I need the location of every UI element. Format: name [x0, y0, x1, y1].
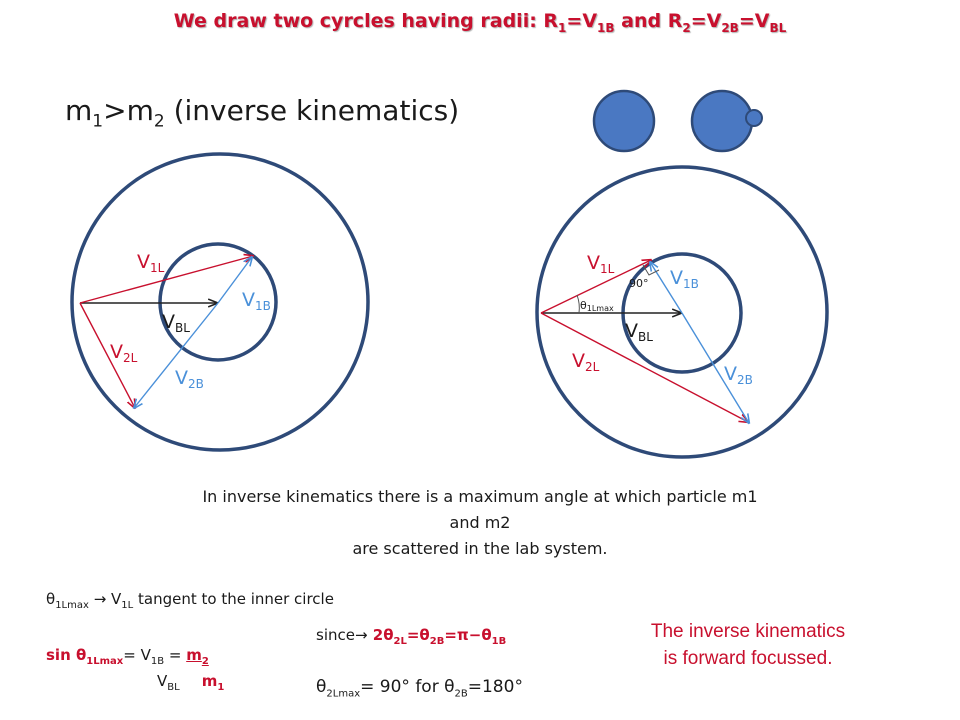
left-v2l-arrow: [79, 302, 135, 408]
right-v1b-arrow: [650, 262, 683, 314]
explanation-paragraph: In inverse kinematics there is a maximum…: [200, 484, 760, 562]
left-label-v2l: V2L: [110, 341, 138, 365]
left-label-v1b: V1B: [242, 289, 271, 313]
mass-balls: [592, 89, 763, 153]
right-label-vbl: VBL: [625, 320, 653, 344]
sin-formula: sin θ1Lmax= V1B = m2: [46, 646, 209, 667]
left-label-v2b: V2B: [175, 367, 204, 391]
left-label-v1l: V1L: [137, 251, 165, 275]
right-label-v1b: V1B: [670, 267, 699, 291]
tangent-note: θ1Lmax → V1L tangent to the inner circle: [46, 590, 334, 611]
right-diagram: 90° θ1Lmax V1L V1B VBL V2L V2B: [535, 165, 829, 459]
conclusion-line-1: The inverse kinematics: [650, 621, 846, 642]
left-v1l-arrow: [79, 256, 253, 304]
subtitle-mass-relation: m1>m2 (inverse kinematics): [65, 94, 460, 132]
arrow-right-icon: →: [354, 626, 368, 644]
left-outer-circle: [70, 152, 370, 452]
right-outer-circle: [535, 165, 829, 459]
slide-title: We draw two cyrcles having radii: R1=V1B…: [173, 10, 787, 35]
right-label-v2b: V2B: [724, 363, 753, 387]
since-expression: since→ 2θ2L=θ2B=π−θ1B: [316, 626, 507, 647]
right-v2l-arrow: [540, 312, 748, 422]
left-inner-circle: [158, 242, 278, 362]
conclusion-text: The inverse kinematics is forward focuss…: [610, 618, 886, 672]
right-label-v1l: V1L: [587, 252, 615, 276]
right-v2b-arrow: [681, 312, 749, 423]
left-label-vbl: VBL: [162, 311, 190, 335]
right-v1l-arrow: [540, 260, 651, 314]
right-right-angle-mark: [642, 264, 660, 276]
left-v1b-arrow: [217, 257, 252, 304]
right-label-theta1lmax: θ1Lmax: [580, 299, 614, 313]
conclusion-line-2: is forward focussed.: [663, 648, 833, 669]
theta2lmax-expression: θ2Lmax= 90° for θ2B=180°: [316, 677, 523, 700]
right-label-angle-90: 90°: [629, 277, 649, 290]
ball-m1-icon: [592, 89, 656, 153]
explanation-line-1: In inverse kinematics there is a maximum…: [202, 487, 758, 532]
ball-m2-icon: [745, 109, 763, 127]
left-v2b-arrow: [134, 302, 219, 408]
explanation-line-2: are scattered in the lab system.: [352, 539, 608, 558]
right-label-v2l: V2L: [572, 350, 600, 374]
left-diagram: V1L V1B VBL V2L V2B: [70, 152, 370, 452]
right-angle-arc: [576, 294, 580, 314]
ball-m1-second-icon: [690, 89, 754, 153]
